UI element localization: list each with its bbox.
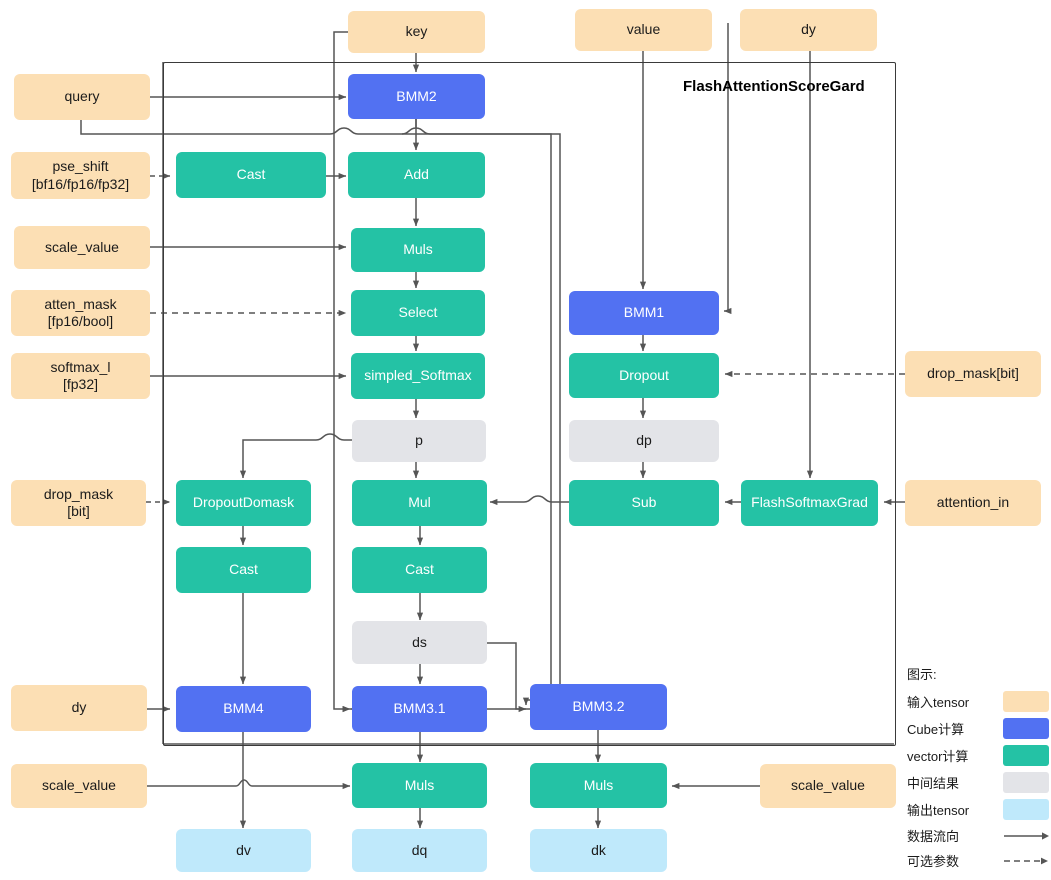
node-sub[interactable]: Sub <box>569 480 719 526</box>
node-dq: dq <box>352 829 487 872</box>
legend-label: 中间结果 <box>907 776 960 791</box>
node-muls-dk[interactable]: Muls <box>530 763 667 808</box>
node-scale-value-dq[interactable]: scale_value <box>11 764 147 808</box>
container-title: FlashAttentionScoreGard <box>683 78 865 95</box>
legend-label: 可选参数 <box>907 854 960 869</box>
node-key[interactable]: key <box>348 11 485 53</box>
node-bmm1[interactable]: BMM1 <box>569 291 719 335</box>
node-drop-mask-left[interactable]: drop_mask [bit] <box>11 480 146 526</box>
node-bmm31[interactable]: BMM3.1 <box>352 686 487 732</box>
node-bmm4[interactable]: BMM4 <box>176 686 311 732</box>
node-value[interactable]: value <box>575 9 712 51</box>
node-cast-pse[interactable]: Cast <box>176 152 326 198</box>
node-mul[interactable]: Mul <box>352 480 487 526</box>
legend-swatch-vector <box>1003 745 1049 766</box>
legend-label: 输入tensor <box>907 695 970 710</box>
legend-item-optional-param: 可选参数 <box>907 851 1051 870</box>
legend-label: Cube计算 <box>907 722 965 737</box>
node-cast-left[interactable]: Cast <box>176 547 311 593</box>
node-dropout[interactable]: Dropout <box>569 353 719 398</box>
dashed-arrow-icon <box>1004 857 1048 864</box>
flash-attention-score-grad-container <box>163 62 896 746</box>
legend-label: 输出tensor <box>907 803 970 818</box>
node-cast-mid[interactable]: Cast <box>352 547 487 593</box>
node-dy-left[interactable]: dy <box>11 685 147 731</box>
legend-item-intermediate: 中间结果 <box>907 772 1049 793</box>
node-add[interactable]: Add <box>348 152 485 198</box>
node-drop-mask-right[interactable]: drop_mask[bit] <box>905 351 1041 397</box>
legend-item-output-tensor: 输出tensor <box>907 799 1049 820</box>
node-dropoutdomask[interactable]: DropoutDomask <box>176 480 311 526</box>
solid-arrow-icon <box>1004 831 1049 840</box>
legend-swatch-intermediate <box>1003 772 1049 793</box>
node-p: p <box>352 420 486 462</box>
node-query[interactable]: query <box>14 74 150 120</box>
legend-item-vector: vector计算 <box>907 745 1049 766</box>
node-softmax-l[interactable]: softmax_l [fp32] <box>11 353 150 399</box>
legend-item-input-tensor: 输入tensor <box>907 691 1049 712</box>
node-muls-dq[interactable]: Muls <box>352 763 487 808</box>
legend-item-dataflow: 数据流向 <box>907 826 1051 845</box>
node-muls-softmax[interactable]: Muls <box>351 228 485 272</box>
node-flashsoftmaxgrad[interactable]: FlashSoftmaxGrad <box>741 480 878 526</box>
node-ds: ds <box>352 621 487 664</box>
legend-swatch-input-tensor <box>1003 691 1049 712</box>
legend-label: vector计算 <box>907 749 969 764</box>
node-attention-in[interactable]: attention_in <box>905 480 1041 526</box>
node-dp: dp <box>569 420 719 462</box>
node-dk: dk <box>530 829 667 872</box>
node-atten-mask[interactable]: atten_mask [fp16/bool] <box>11 290 150 336</box>
node-dv: dv <box>176 829 311 872</box>
node-bmm32[interactable]: BMM3.2 <box>530 684 667 730</box>
node-pse-shift[interactable]: pse_shift [bf16/fp16/fp32] <box>11 152 150 199</box>
legend-title: 图示: <box>907 667 937 682</box>
legend-swatch-output-tensor <box>1003 799 1049 820</box>
node-bmm2[interactable]: BMM2 <box>348 74 485 119</box>
legend-swatch-cube <box>1003 718 1049 739</box>
node-scale-value-dk[interactable]: scale_value <box>760 764 896 808</box>
node-simpled-softmax[interactable]: simpled_Softmax <box>351 353 485 399</box>
node-select[interactable]: Select <box>351 290 485 336</box>
node-dy-top[interactable]: dy <box>740 9 877 51</box>
node-scale-value-softmax[interactable]: scale_value <box>14 226 150 269</box>
legend-item-cube: Cube计算 <box>907 718 1049 739</box>
legend-label: 数据流向 <box>907 829 960 844</box>
